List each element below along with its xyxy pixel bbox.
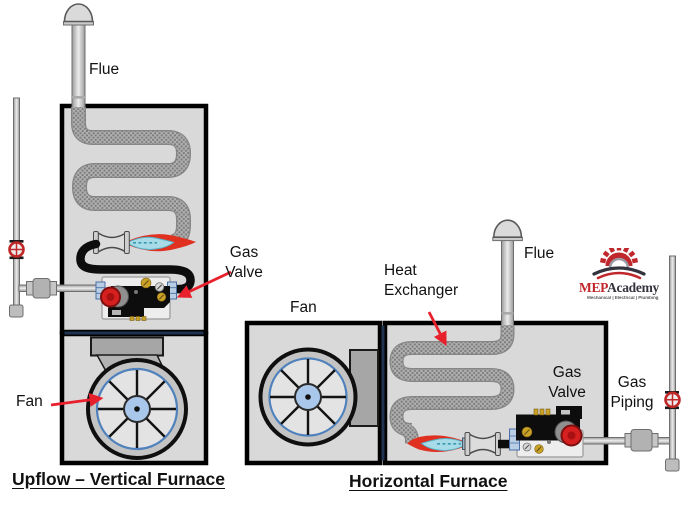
upflow-vertical-furnace <box>8 3 209 466</box>
annotation-arrows <box>50 270 447 407</box>
gas-valve-label-vertical: Gas Valve <box>225 244 263 281</box>
flue-pipe-horizontal <box>492 219 523 329</box>
logo-text-mep: MEP <box>579 280 608 295</box>
heat-exchanger-vertical <box>71 107 192 249</box>
manifold-pipe-h <box>498 439 513 449</box>
logo-wordmark: MEPAcademy <box>576 281 662 295</box>
flue-cap <box>63 3 94 23</box>
gear-waves-icon <box>592 248 646 280</box>
heat-exchanger-horizontal <box>389 325 515 444</box>
pipe-union-left <box>26 278 57 299</box>
blower-fan-horizontal <box>258 347 379 447</box>
gas-riser-left <box>8 97 25 318</box>
gas-riser-right <box>664 255 681 472</box>
flue-cap-h <box>492 219 523 238</box>
fan-label-vertical: Fan <box>16 393 43 410</box>
gas-valve-horizontal <box>509 406 584 458</box>
gas-branch-right <box>580 429 671 452</box>
flue-label-vertical: Flue <box>89 61 120 78</box>
gas-valve-vertical <box>95 276 177 321</box>
logo-text-academy: Academy <box>607 280 659 295</box>
pipe-end-cap-right <box>665 458 680 472</box>
fan-label-horizontal: Fan <box>290 299 317 316</box>
burner-assembly-horizontal <box>407 432 513 456</box>
pipe-end-cap <box>9 304 24 318</box>
flue-label-horizontal: Flue <box>524 245 555 262</box>
flue-pipe-vertical <box>63 3 94 112</box>
blower-motor <box>90 336 164 357</box>
horizontal-furnace <box>244 219 681 472</box>
mep-academy-logo: MEPAcademy Mechanical | Electrical | Plu… <box>576 248 662 302</box>
pipe-union-right <box>624 429 659 452</box>
heat-exchanger-arrow <box>427 311 447 347</box>
upflow-furnace-title: Upflow – Vertical Furnace <box>12 469 225 489</box>
gas-valve-label-horizontal: Gas Valve <box>548 364 586 401</box>
fan-arrow <box>50 392 104 407</box>
blower-fan-vertical <box>86 336 188 460</box>
logo-tagline: Mechanical | Electrical | Plumbing <box>587 295 659 300</box>
horizontal-furnace-title: Horizontal Furnace <box>349 471 508 491</box>
shutoff-valve-left <box>8 240 25 260</box>
gas-piping-label: Gas Piping <box>610 374 654 411</box>
shutoff-valve-right <box>664 391 681 410</box>
gas-valve-arrow <box>176 270 232 298</box>
heat-exchanger-label: Heat Exchanger <box>384 262 459 299</box>
